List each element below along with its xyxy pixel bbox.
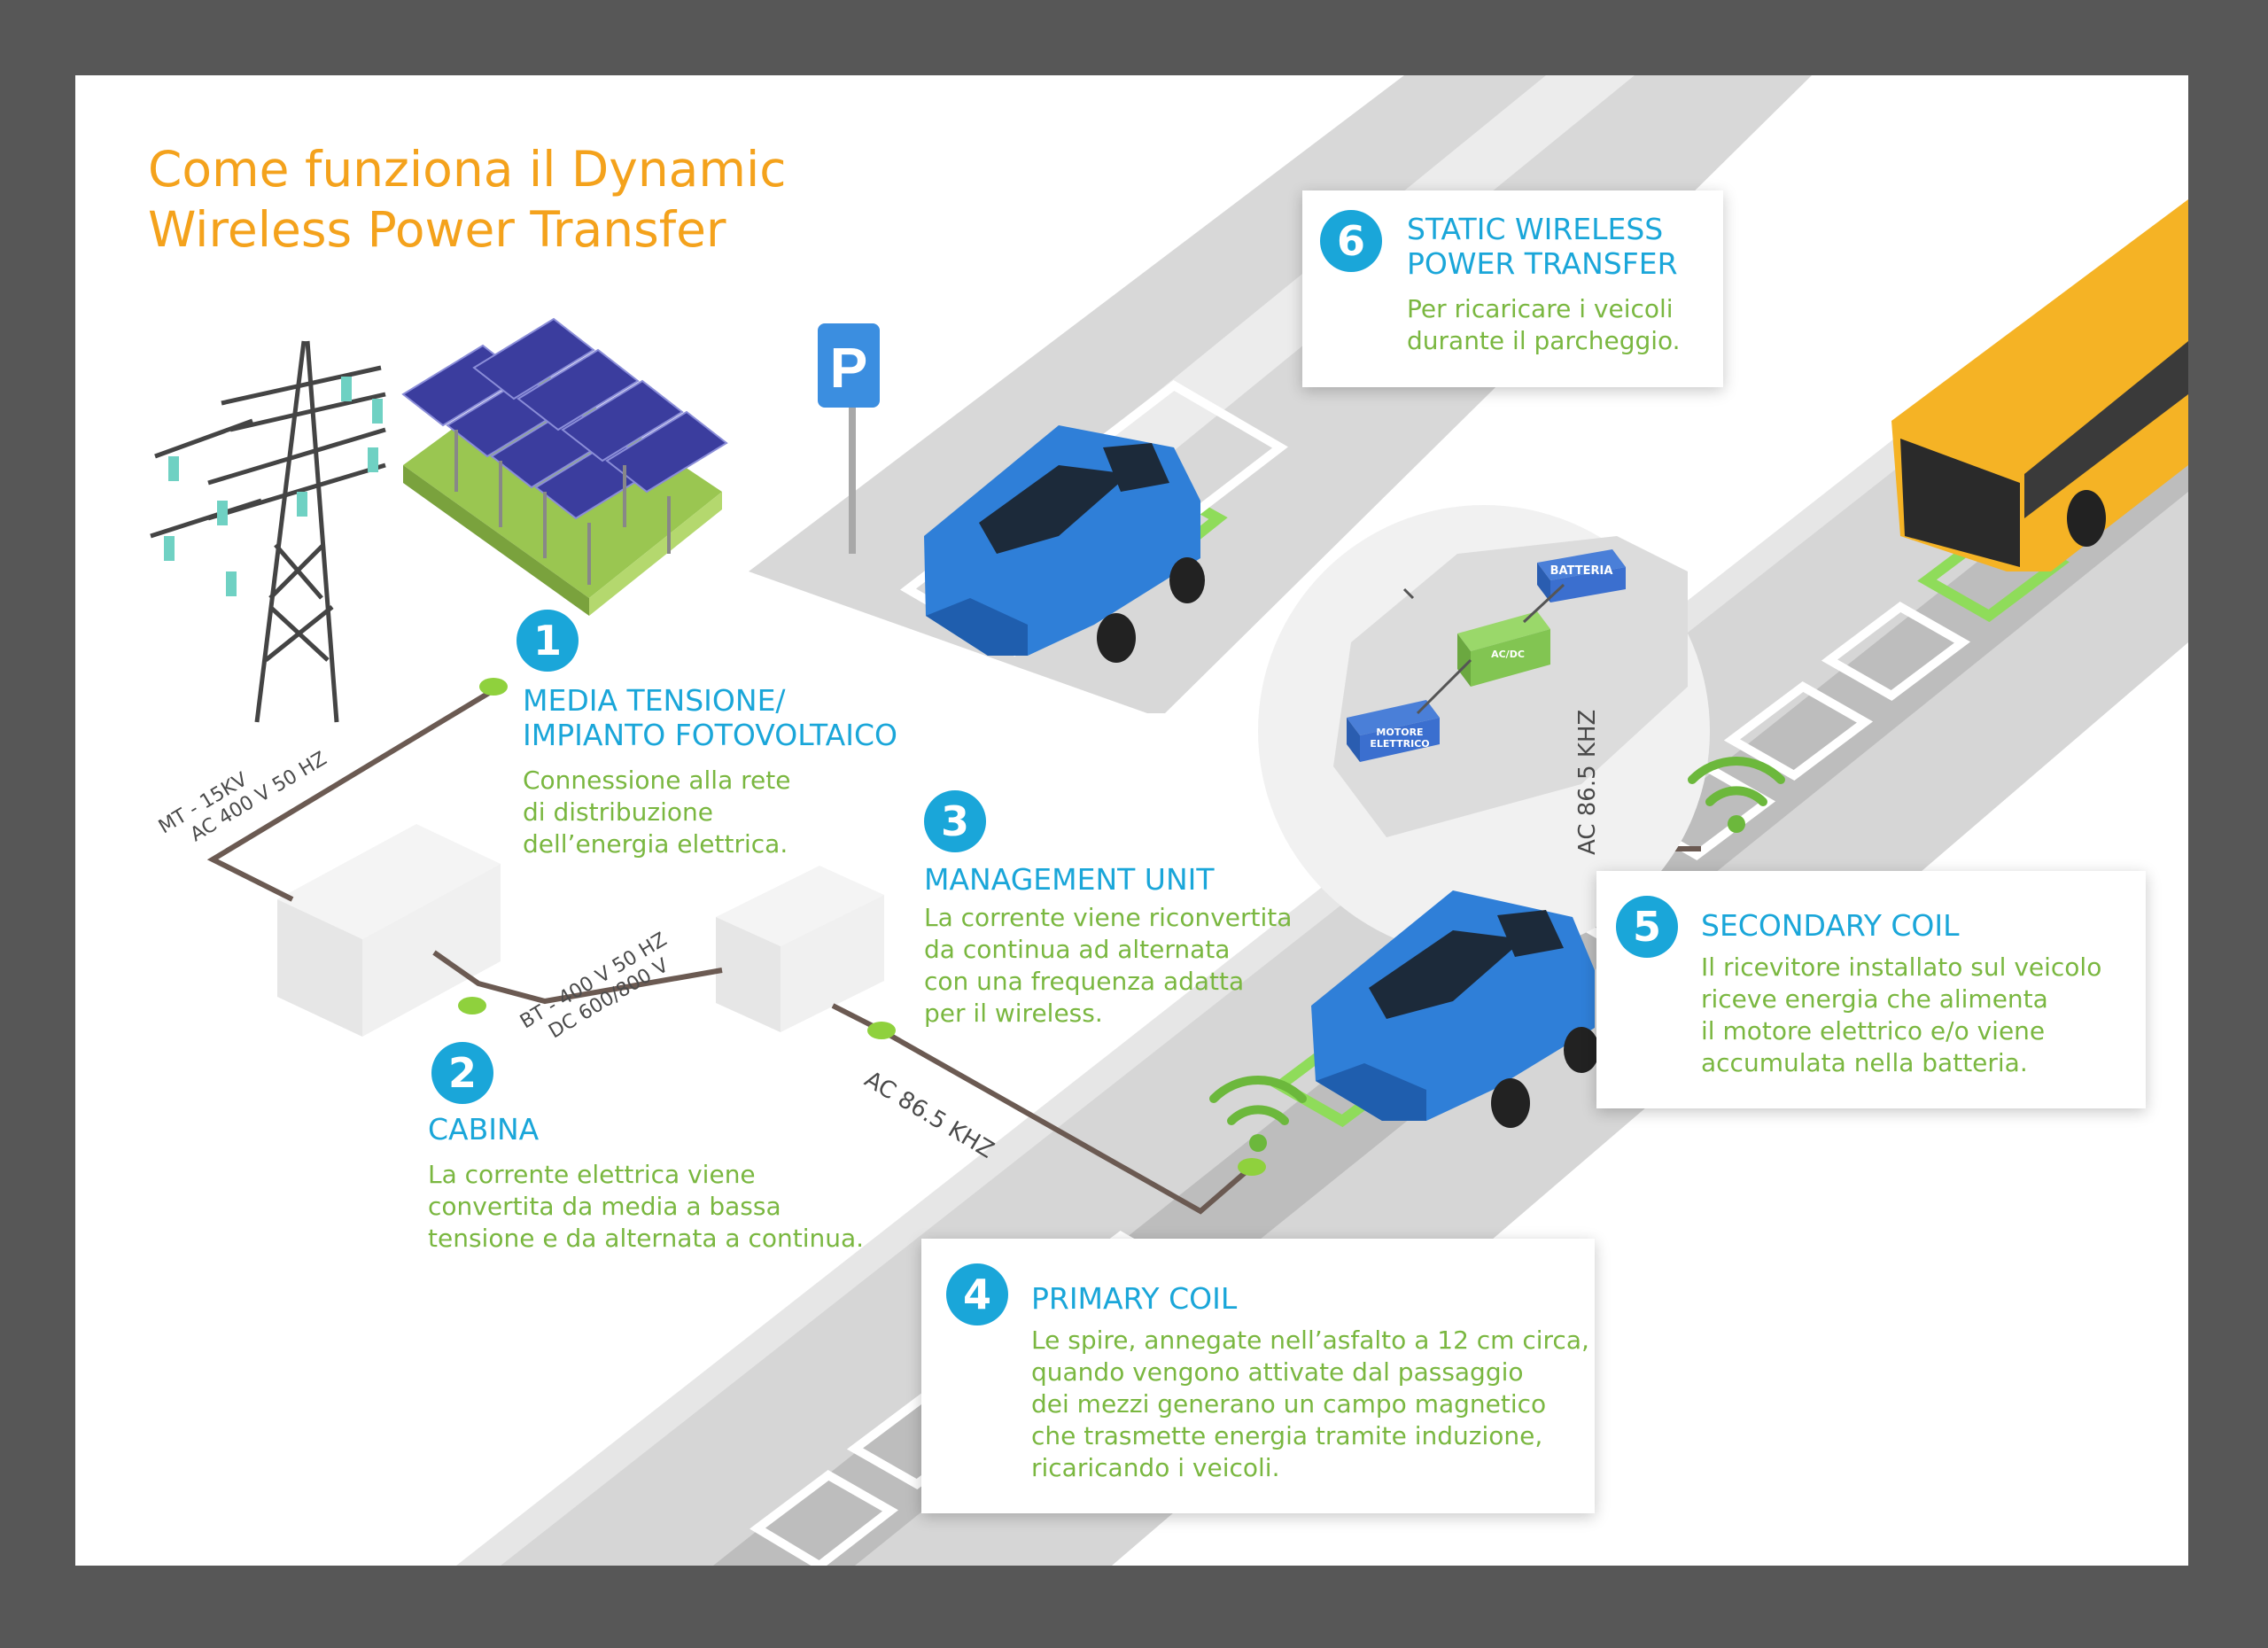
step-1-number: 1 bbox=[517, 610, 579, 672]
illustration: P bbox=[150, 75, 2188, 1566]
wires bbox=[206, 667, 1701, 1215]
road-coil bbox=[1723, 681, 1874, 781]
step-2-text: CABINA La corrente elettrica viene conve… bbox=[428, 1112, 864, 1255]
internal-wires bbox=[1402, 583, 1565, 715]
cabina-building bbox=[277, 824, 501, 1037]
road-coil bbox=[750, 1470, 898, 1566]
step-2-description: La corrente elettrica viene convertita d… bbox=[428, 1160, 865, 1253]
step-1-text: MEDIA TENSIONE/ IMPIANTO FOTOVOLTAICO Co… bbox=[523, 683, 897, 860]
motor-unit bbox=[1347, 700, 1440, 762]
battery-label: BATTERIA bbox=[1550, 564, 1613, 578]
motor-label: MOTORE ELETTRICO bbox=[1370, 727, 1430, 750]
step-2-heading: CABINA bbox=[428, 1112, 540, 1147]
step-6-card: 6 STATIC WIRELESS POWER TRANSFER Per ric… bbox=[1302, 190, 1723, 387]
wifi-dot bbox=[1249, 1134, 1267, 1152]
management-unit-building bbox=[716, 866, 884, 1032]
page-title: Come funziona il Dynamic Wireless Power … bbox=[148, 139, 786, 260]
step-4-card: 4 PRIMARY COIL Le spire, annegate nell’a… bbox=[921, 1239, 1595, 1513]
step-6-description: Per ricaricare i veicoli durante il parc… bbox=[1407, 294, 1681, 355]
moving-car bbox=[1311, 890, 1599, 1128]
car-cutaway bbox=[1258, 505, 1710, 957]
step-1-description: Connessione alla rete di distribuzione d… bbox=[523, 766, 791, 859]
title-line-1: Come funziona il Dynamic bbox=[148, 141, 787, 198]
wifi-signal-icon bbox=[1209, 756, 1785, 1125]
step-3-description: La corrente viene riconvertita da contin… bbox=[924, 903, 1293, 1028]
step-1-heading: MEDIA TENSIONE/ IMPIANTO FOTOVOLTAICO bbox=[523, 683, 897, 752]
step-6-text: STATIC WIRELESS POWER TRANSFER Per ricar… bbox=[1407, 212, 1681, 357]
step-4-number: 4 bbox=[946, 1263, 1008, 1325]
step-4-text: PRIMARY COIL Le spire, annegate nell’asf… bbox=[1031, 1281, 1589, 1484]
step-3-number: 3 bbox=[924, 790, 986, 852]
solar-panel-icon bbox=[401, 317, 728, 616]
step-5-text: SECONDARY COIL Il ricevitore installato … bbox=[1701, 908, 2101, 1079]
acdc-unit bbox=[1457, 611, 1550, 687]
step-5-card: 5 SECONDARY COIL Il ricevitore installat… bbox=[1596, 871, 2146, 1108]
step-3-heading: MANAGEMENT UNIT bbox=[924, 862, 1215, 897]
acdc-label: AC/DC bbox=[1491, 649, 1525, 660]
ac-secondary-wire-label: AC 86.5 KHZ bbox=[1574, 709, 1601, 855]
insulators bbox=[164, 377, 383, 596]
svg-text:P: P bbox=[830, 336, 868, 400]
wifi-dot bbox=[1728, 815, 1745, 833]
battery-unit bbox=[1537, 549, 1626, 602]
step-6-number: 6 bbox=[1320, 210, 1382, 272]
step-4-description: Le spire, annegate nell’asfalto a 12 cm … bbox=[1031, 1325, 1589, 1482]
step-3-text: MANAGEMENT UNIT La corrente viene riconv… bbox=[924, 862, 1292, 1030]
step-2-number: 2 bbox=[431, 1042, 493, 1104]
title-line-2: Wireless Power Transfer bbox=[148, 201, 726, 258]
parking-sign-icon: P bbox=[818, 323, 880, 554]
parked-car bbox=[924, 425, 1205, 663]
power-pylon-icon bbox=[150, 340, 386, 723]
step-5-description: Il ricevitore installato sul veicolo ric… bbox=[1701, 952, 2102, 1077]
bus bbox=[1891, 199, 2188, 571]
infographic-canvas: P bbox=[75, 75, 2188, 1566]
step-5-number: 5 bbox=[1616, 896, 1678, 958]
step-6-heading: STATIC WIRELESS POWER TRANSFER bbox=[1407, 212, 1678, 281]
step-4-heading: PRIMARY COIL bbox=[1031, 1281, 1238, 1316]
step-5-heading: SECONDARY COIL bbox=[1701, 908, 1960, 943]
road-coil bbox=[1821, 602, 1971, 701]
